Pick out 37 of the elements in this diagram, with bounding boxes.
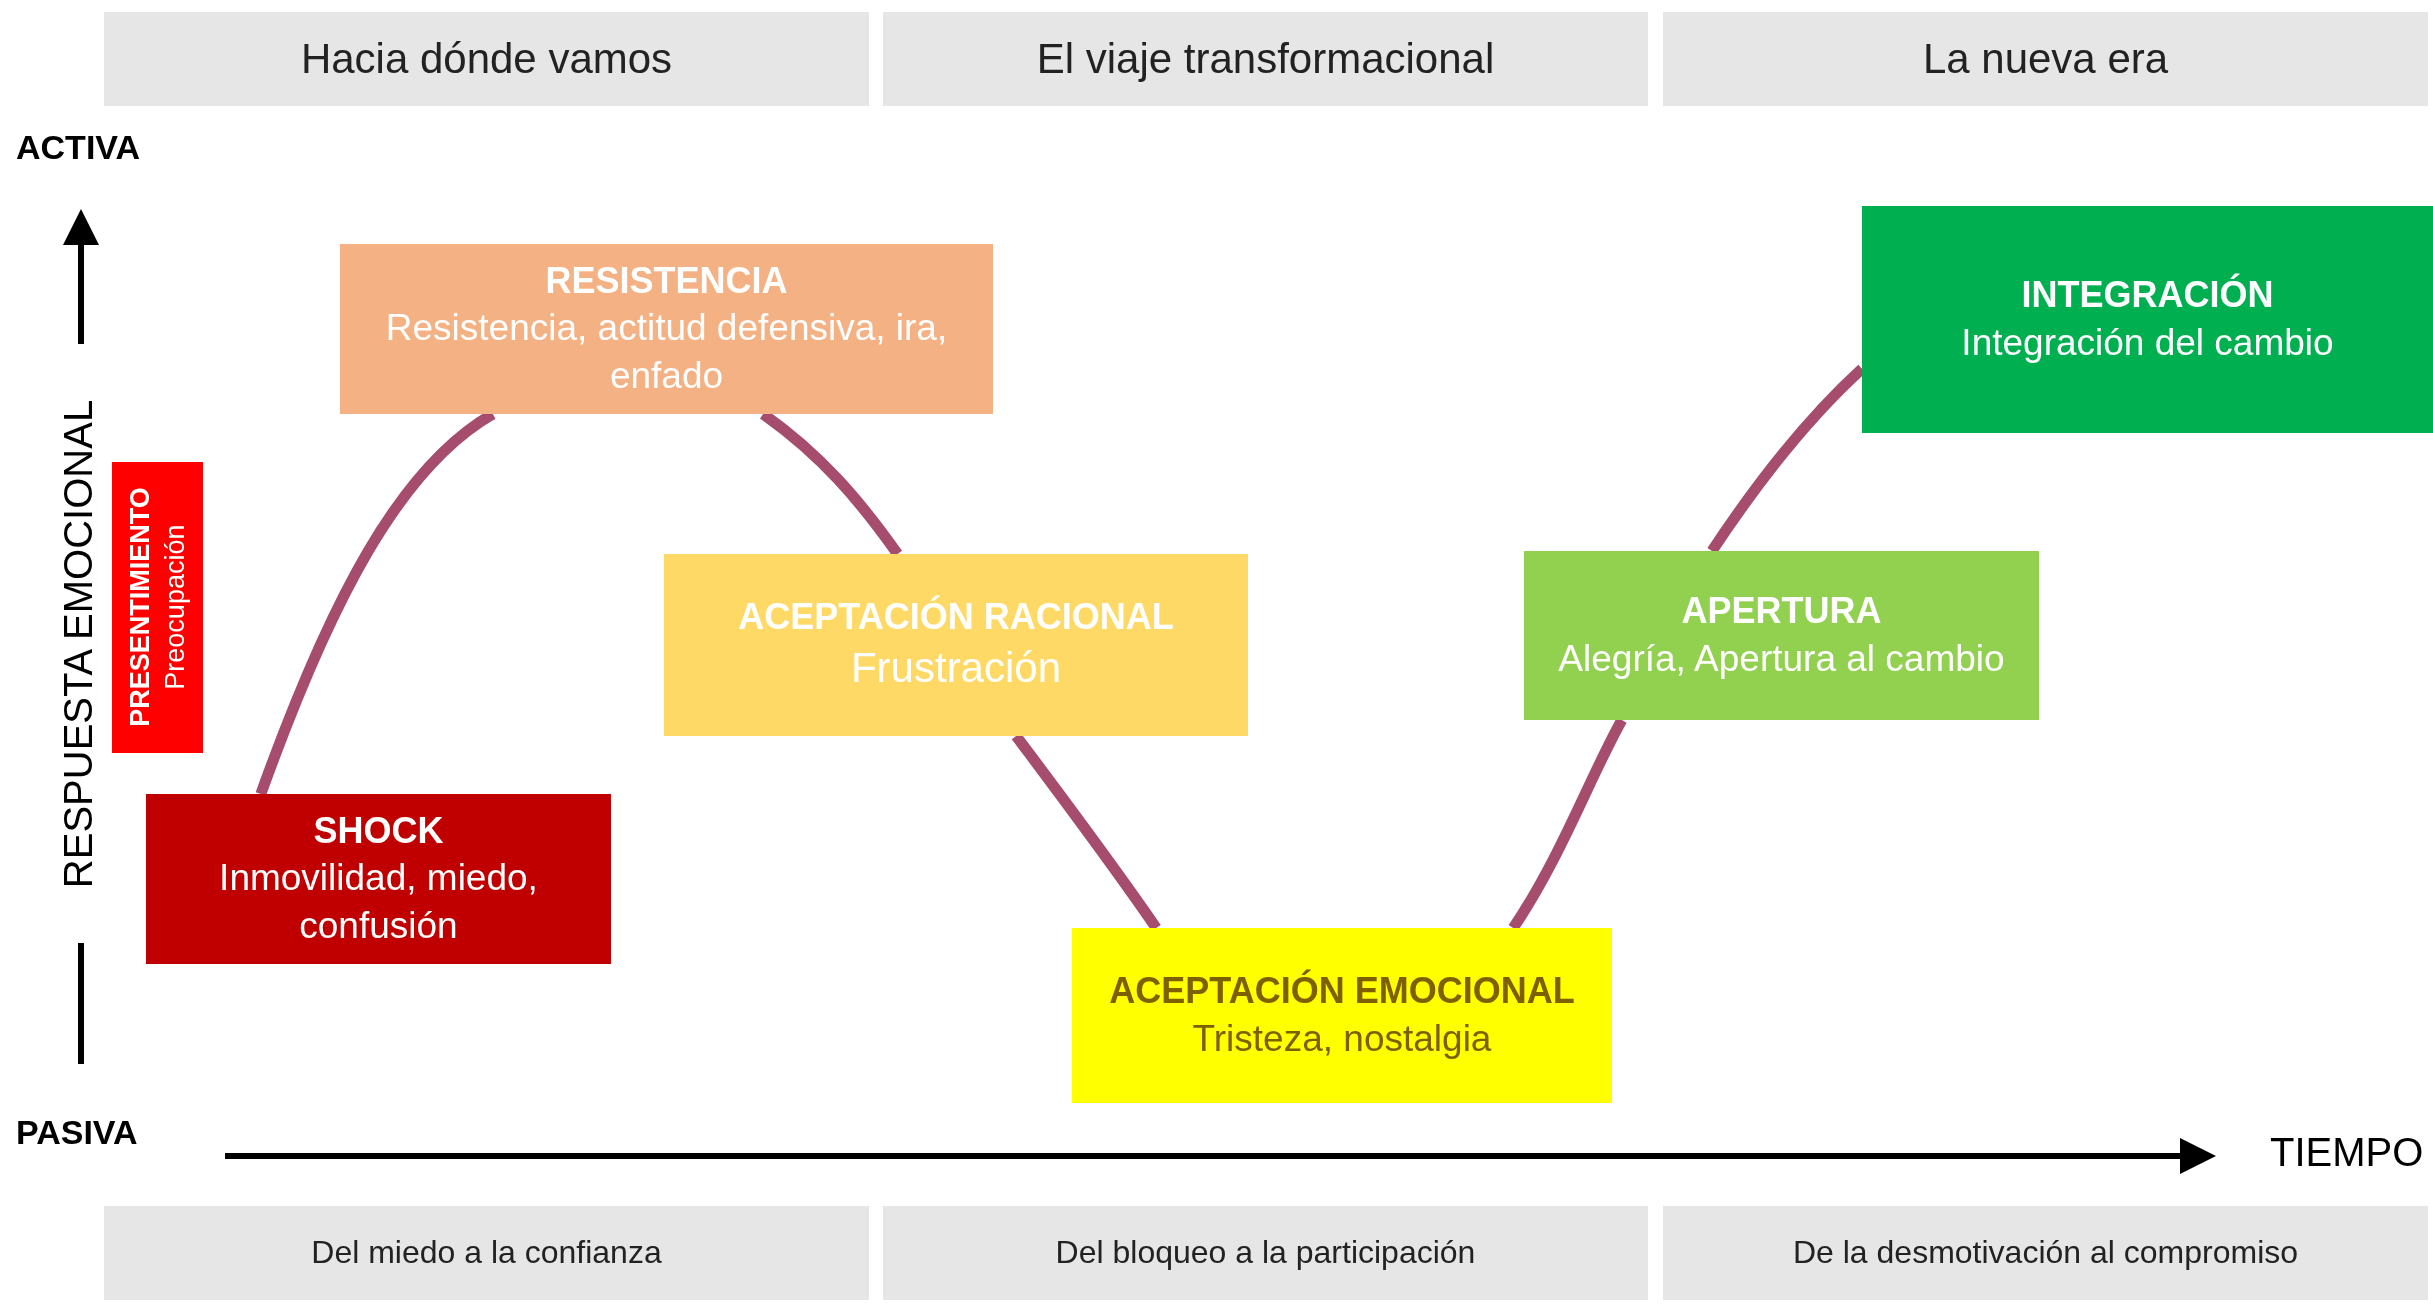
stage-title: ACEPTACIÓN RACIONAL xyxy=(738,594,1174,640)
phase-header-box xyxy=(1663,12,2428,106)
stage-box xyxy=(1524,551,2039,720)
phase-label: Del miedo a la confianza xyxy=(311,1233,662,1273)
phase-footer-box xyxy=(883,1206,1648,1300)
phase-label: Hacia dónde vamos xyxy=(300,33,673,84)
stage-description: Resistencia, actitud defensiva, ira, enfado xyxy=(384,306,949,399)
stage-title: SHOCK xyxy=(313,808,444,853)
stage-description: Alegría, Apertura al cambio xyxy=(1558,636,2005,681)
stage-title: INTEGRACIÓN xyxy=(2021,272,2274,318)
stage-title: ACEPTACIÓN EMOCIONAL xyxy=(1109,968,1575,1014)
phase-label: Del bloqueo a la participación xyxy=(1055,1233,1476,1273)
axis-label: ACTIVA xyxy=(16,128,141,167)
stage-title: RESISTENCIA xyxy=(545,258,788,303)
stage-description: Preocupación xyxy=(158,524,191,691)
phase-header-box xyxy=(883,12,1648,106)
stage-box xyxy=(1862,206,2433,433)
phase-label: La nueva era xyxy=(1922,33,2169,84)
phase-header-box xyxy=(104,12,869,106)
phase-label: De la desmotivación al compromiso xyxy=(1792,1233,2299,1273)
stage-title: APERTURA xyxy=(1681,589,1882,634)
axis-title: RESPUESTA EMOCIONAL xyxy=(55,399,101,889)
phase-footer-box xyxy=(104,1206,869,1300)
axis-label: PASIVA xyxy=(16,1113,138,1152)
stage-box xyxy=(146,794,611,964)
stage-box xyxy=(340,244,993,414)
stage-title: PRESENTIMIENTO xyxy=(123,487,156,728)
stage-box xyxy=(1072,928,1612,1103)
stage-description: Integración del cambio xyxy=(1961,320,2334,365)
stage-box xyxy=(112,462,203,753)
stage-description: Frustración xyxy=(850,643,1062,694)
stage-box xyxy=(664,554,1248,736)
phase-footer-box xyxy=(1663,1206,2428,1300)
phase-label: El viaje transformacional xyxy=(1036,33,1495,84)
stage-description: Inmovilidad, miedo, confusión xyxy=(218,856,539,949)
axis-label: TIEMPO xyxy=(2270,1130,2424,1175)
stage-description: Tristeza, nostalgia xyxy=(1192,1016,1492,1061)
